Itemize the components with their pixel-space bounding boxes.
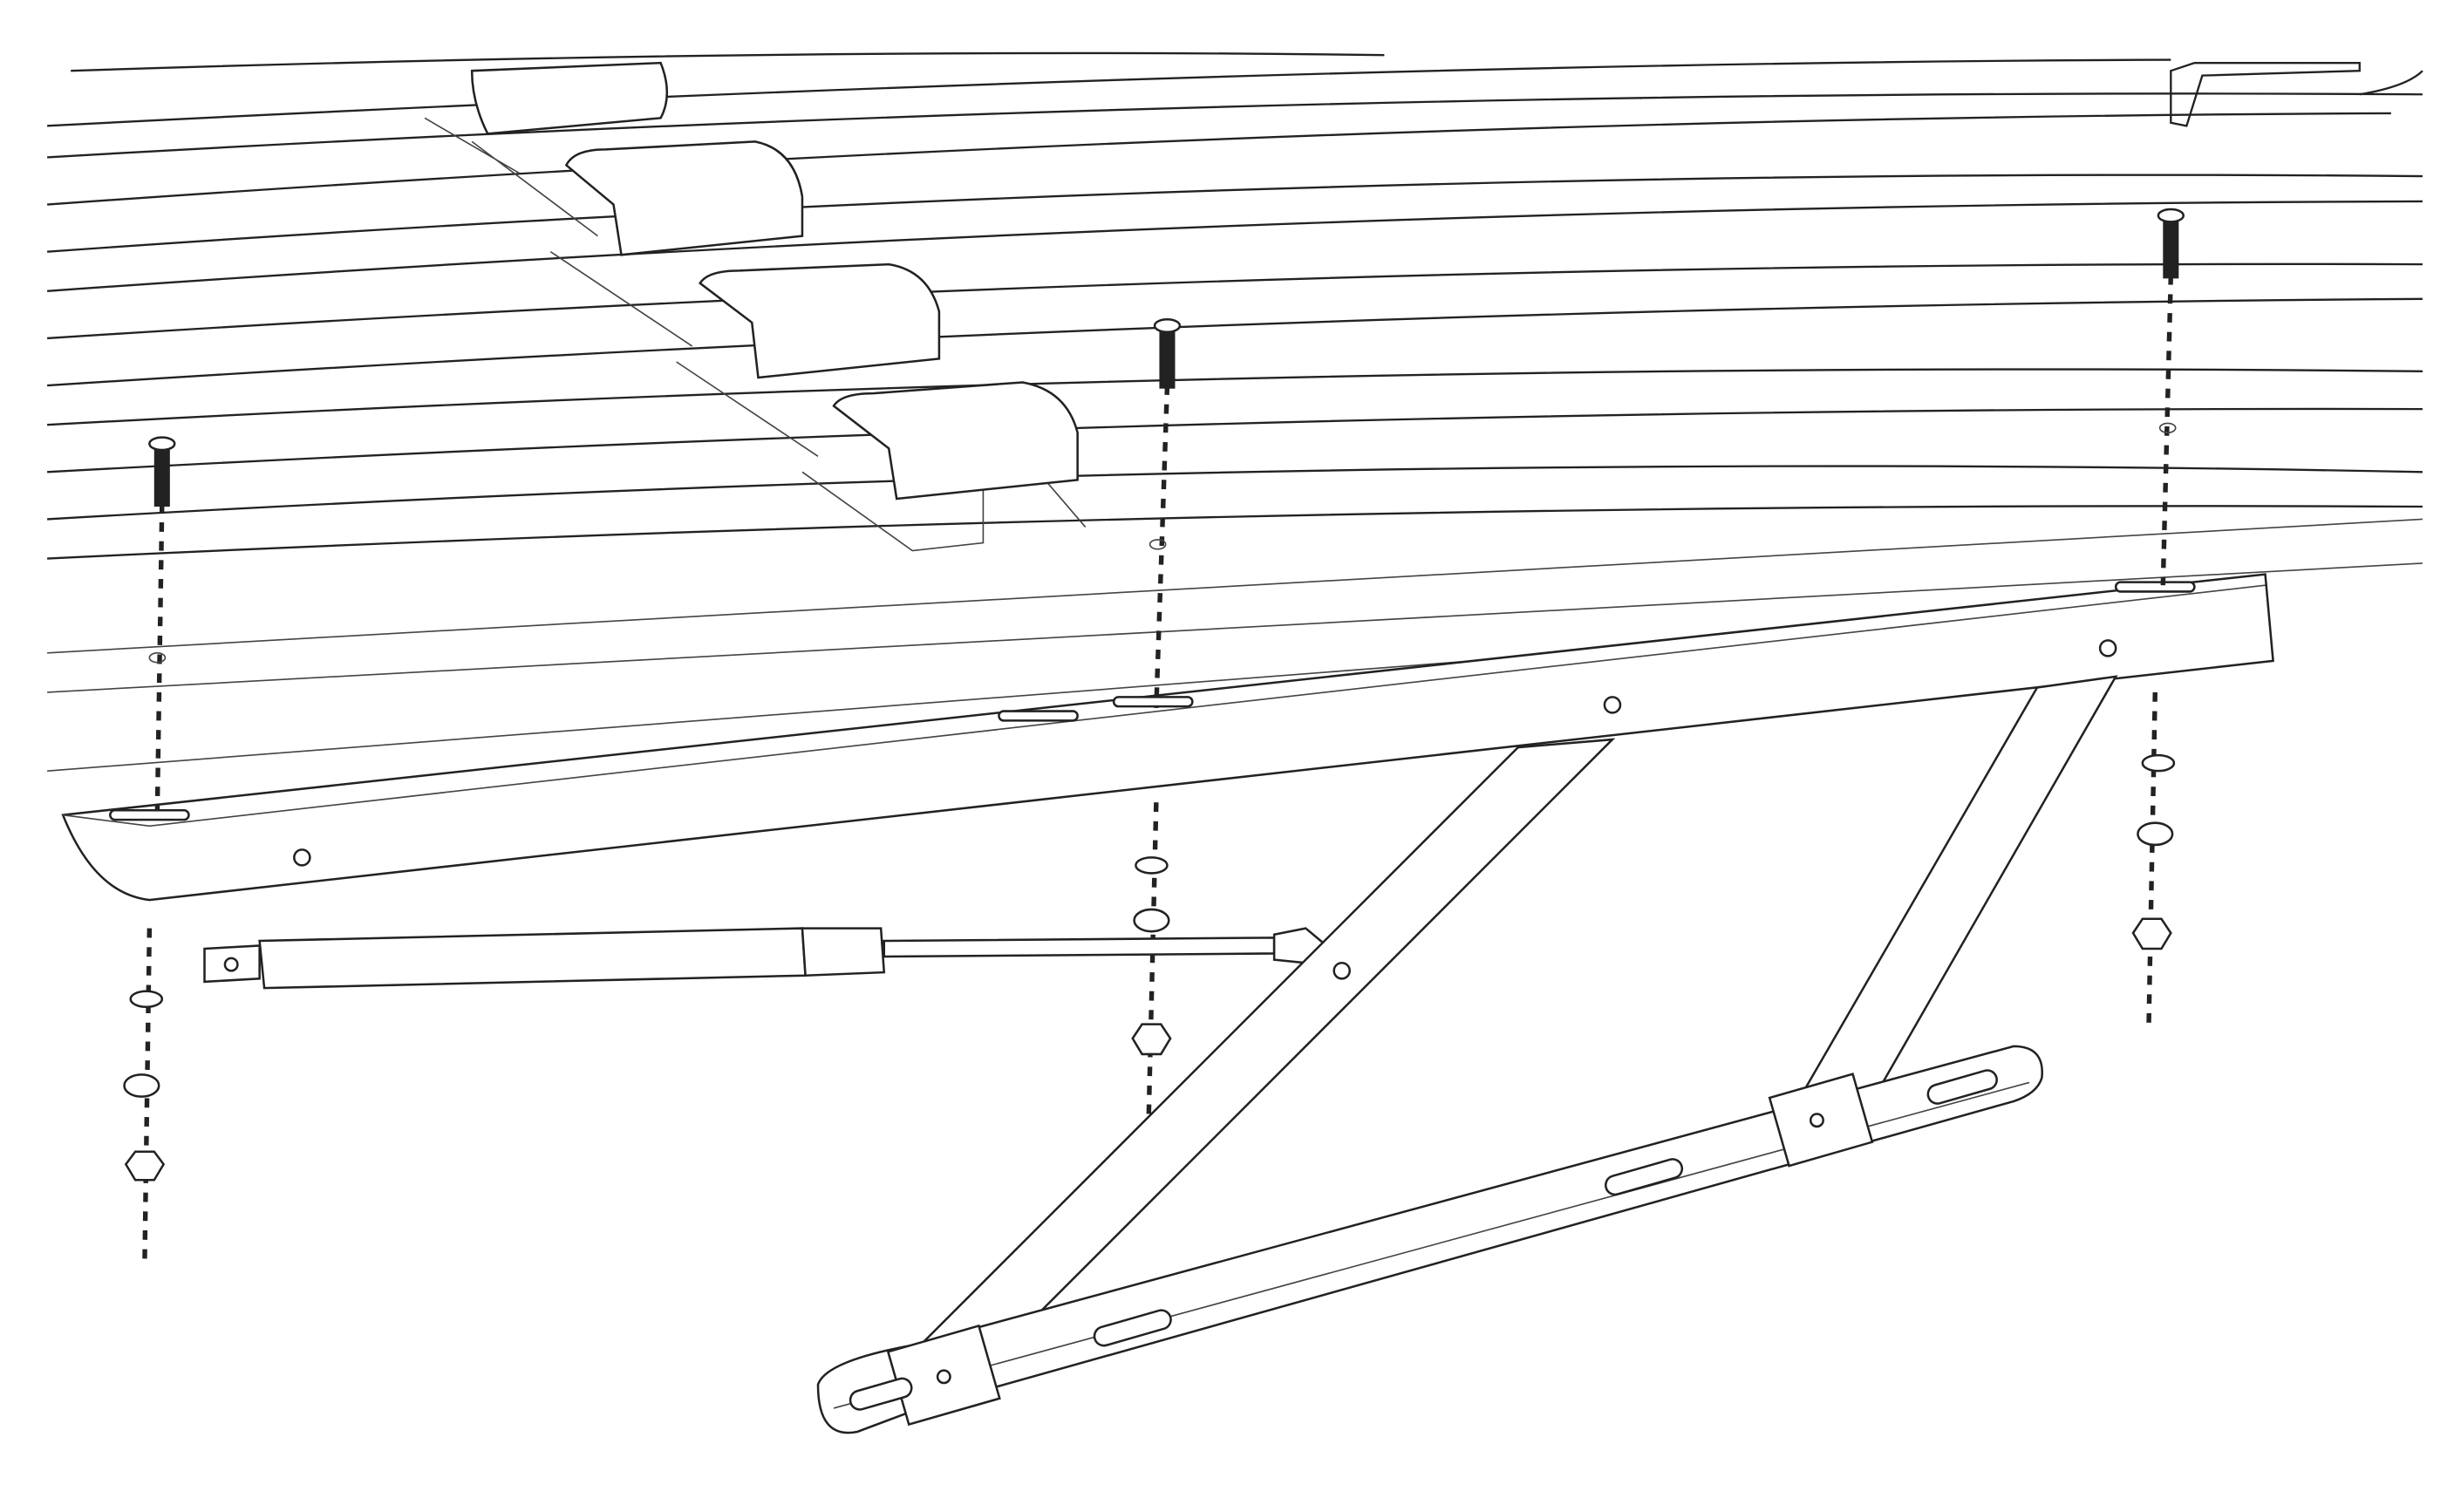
gas-strut [203,927,1326,990]
screw [1153,318,1182,389]
slat-cap [564,140,804,256]
hex-nut [2131,917,2172,950]
slat-cap [832,381,1079,501]
screw [2157,208,2185,279]
bed-slats [47,51,2423,772]
flat-washer [2141,753,2176,773]
slat-cap [470,61,669,135]
lock-washer [1133,908,1170,933]
slat-cap [699,262,941,379]
mounting-rail [61,573,2274,902]
lock-washer [2137,821,2174,847]
slat-end-caps [470,61,1079,501]
lift-arms [816,675,2118,1434]
hex-nut [1131,1023,1172,1056]
screw [148,436,176,507]
fastener-stacks [123,208,2185,1259]
hex-nut [124,1150,166,1182]
flat-washer [1135,856,1169,875]
lock-washer [123,1073,160,1098]
flat-washer [129,990,164,1009]
